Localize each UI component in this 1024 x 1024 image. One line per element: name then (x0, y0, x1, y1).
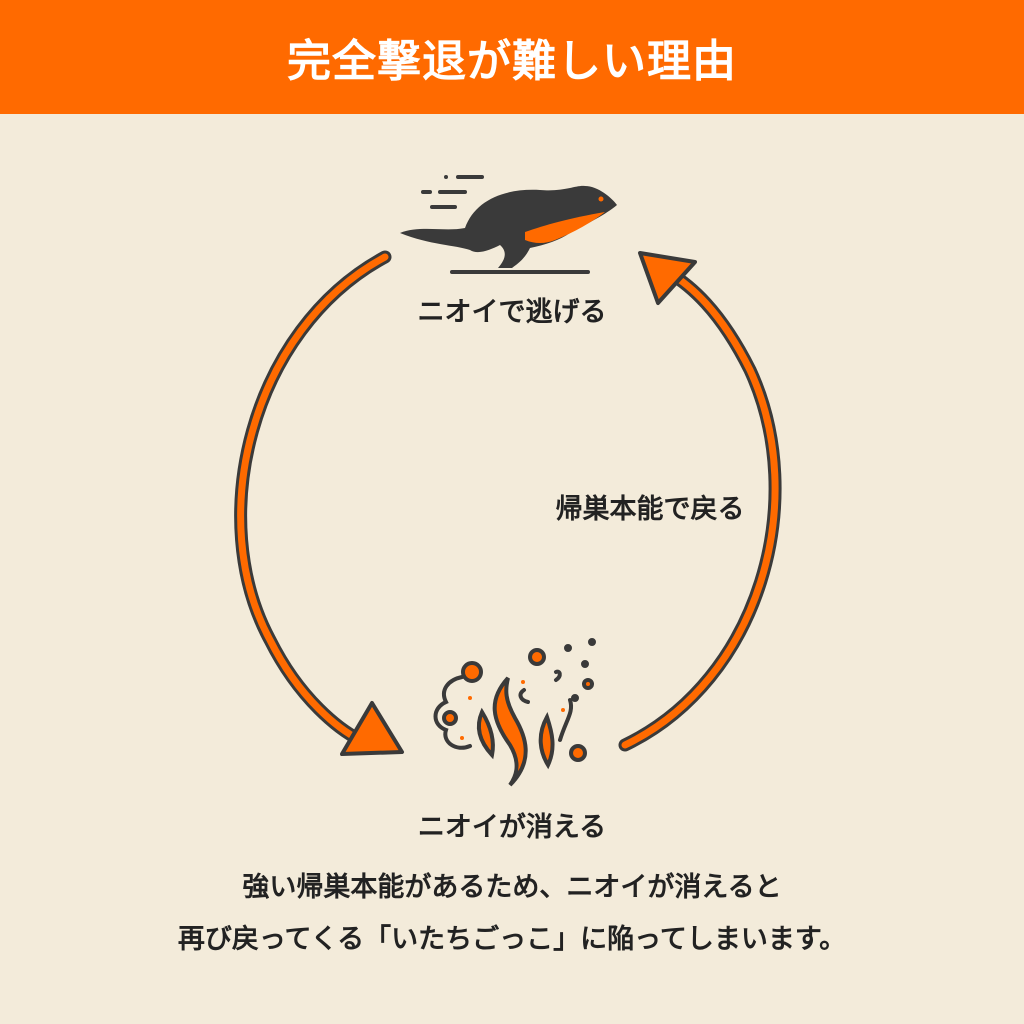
smell-fading-icon (433, 638, 596, 787)
label-return-by-homing: 帰巣本能で戻る (555, 494, 745, 525)
left-cycle-arrow (234, 250, 404, 756)
right-cycle-arrow (618, 251, 782, 752)
title-banner: 完全撃退が難しい理由 (0, 0, 1024, 114)
caption-line-1: 強い帰巣本能があるため、ニオイが消えると (242, 872, 782, 903)
label-escape-by-smell: ニオイで逃げる (417, 297, 607, 328)
caption-line-2: 再び戻ってくる「いたちごっこ」に陥ってしまいます。 (177, 924, 847, 955)
caption: 強い帰巣本能があるため、ニオイが消えると 再び戻ってくる「いたちごっこ」に陥って… (0, 862, 1024, 966)
page-title: 完全撃退が難しい理由 (287, 36, 737, 87)
label-smell-fades: ニオイが消える (417, 812, 607, 843)
running-weasel-icon (400, 175, 617, 274)
